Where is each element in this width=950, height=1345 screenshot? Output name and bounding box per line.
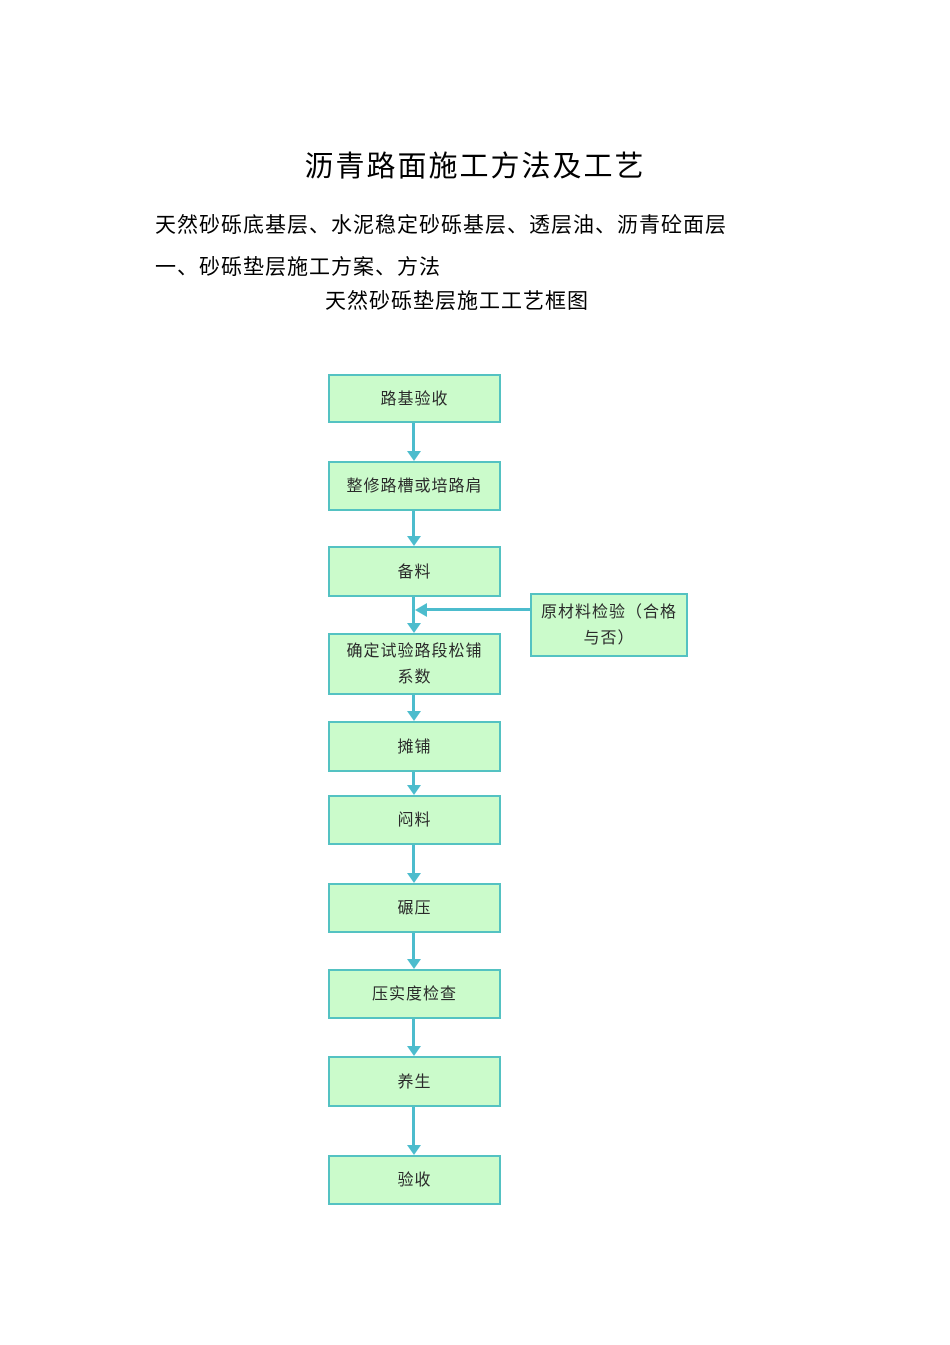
flow-node-material-moistening: 闷料 xyxy=(328,795,501,845)
flow-node-curing: 养生 xyxy=(328,1056,501,1107)
flow-arrow-down-8 xyxy=(412,1019,415,1046)
flow-arrow-down-5 xyxy=(412,772,415,785)
flow-arrow-left-inspection xyxy=(427,608,530,611)
flow-node-raw-material-inspection: 原材料检验（合格 与否） xyxy=(530,593,688,657)
flow-arrow-down-7 xyxy=(412,933,415,959)
flowchart-caption: 天然砂砾垫层施工工艺框图 xyxy=(325,289,589,313)
page-title: 沥青路面施工方法及工艺 xyxy=(304,149,646,183)
flow-node-repair-trough-shoulder: 整修路槽或培路肩 xyxy=(328,461,501,511)
flow-node-material-preparation: 备料 xyxy=(328,546,501,597)
flow-arrow-down-3 xyxy=(412,597,415,623)
flow-node-loose-paving-coefficient: 确定试验路段松铺 系数 xyxy=(328,633,501,695)
flow-arrow-down-1 xyxy=(412,423,415,451)
paragraph-layers: 天然砂砾底基层、水泥稳定砂砾基层、透层油、沥青砼面层 xyxy=(155,213,727,237)
flow-node-rolling: 碾压 xyxy=(328,883,501,933)
flow-node-roadbed-acceptance: 路基验收 xyxy=(328,374,501,423)
flow-arrow-down-2 xyxy=(412,511,415,536)
flow-arrow-down-4 xyxy=(412,695,415,711)
paragraph-section-heading: 一、砂砾垫层施工方案、方法 xyxy=(155,255,441,279)
flow-arrow-down-9 xyxy=(412,1107,415,1145)
flow-node-paving: 摊铺 xyxy=(328,721,501,772)
flow-node-final-acceptance: 验收 xyxy=(328,1155,501,1205)
flow-node-compaction-check: 压实度检查 xyxy=(328,969,501,1019)
flow-arrow-down-6 xyxy=(412,845,415,873)
